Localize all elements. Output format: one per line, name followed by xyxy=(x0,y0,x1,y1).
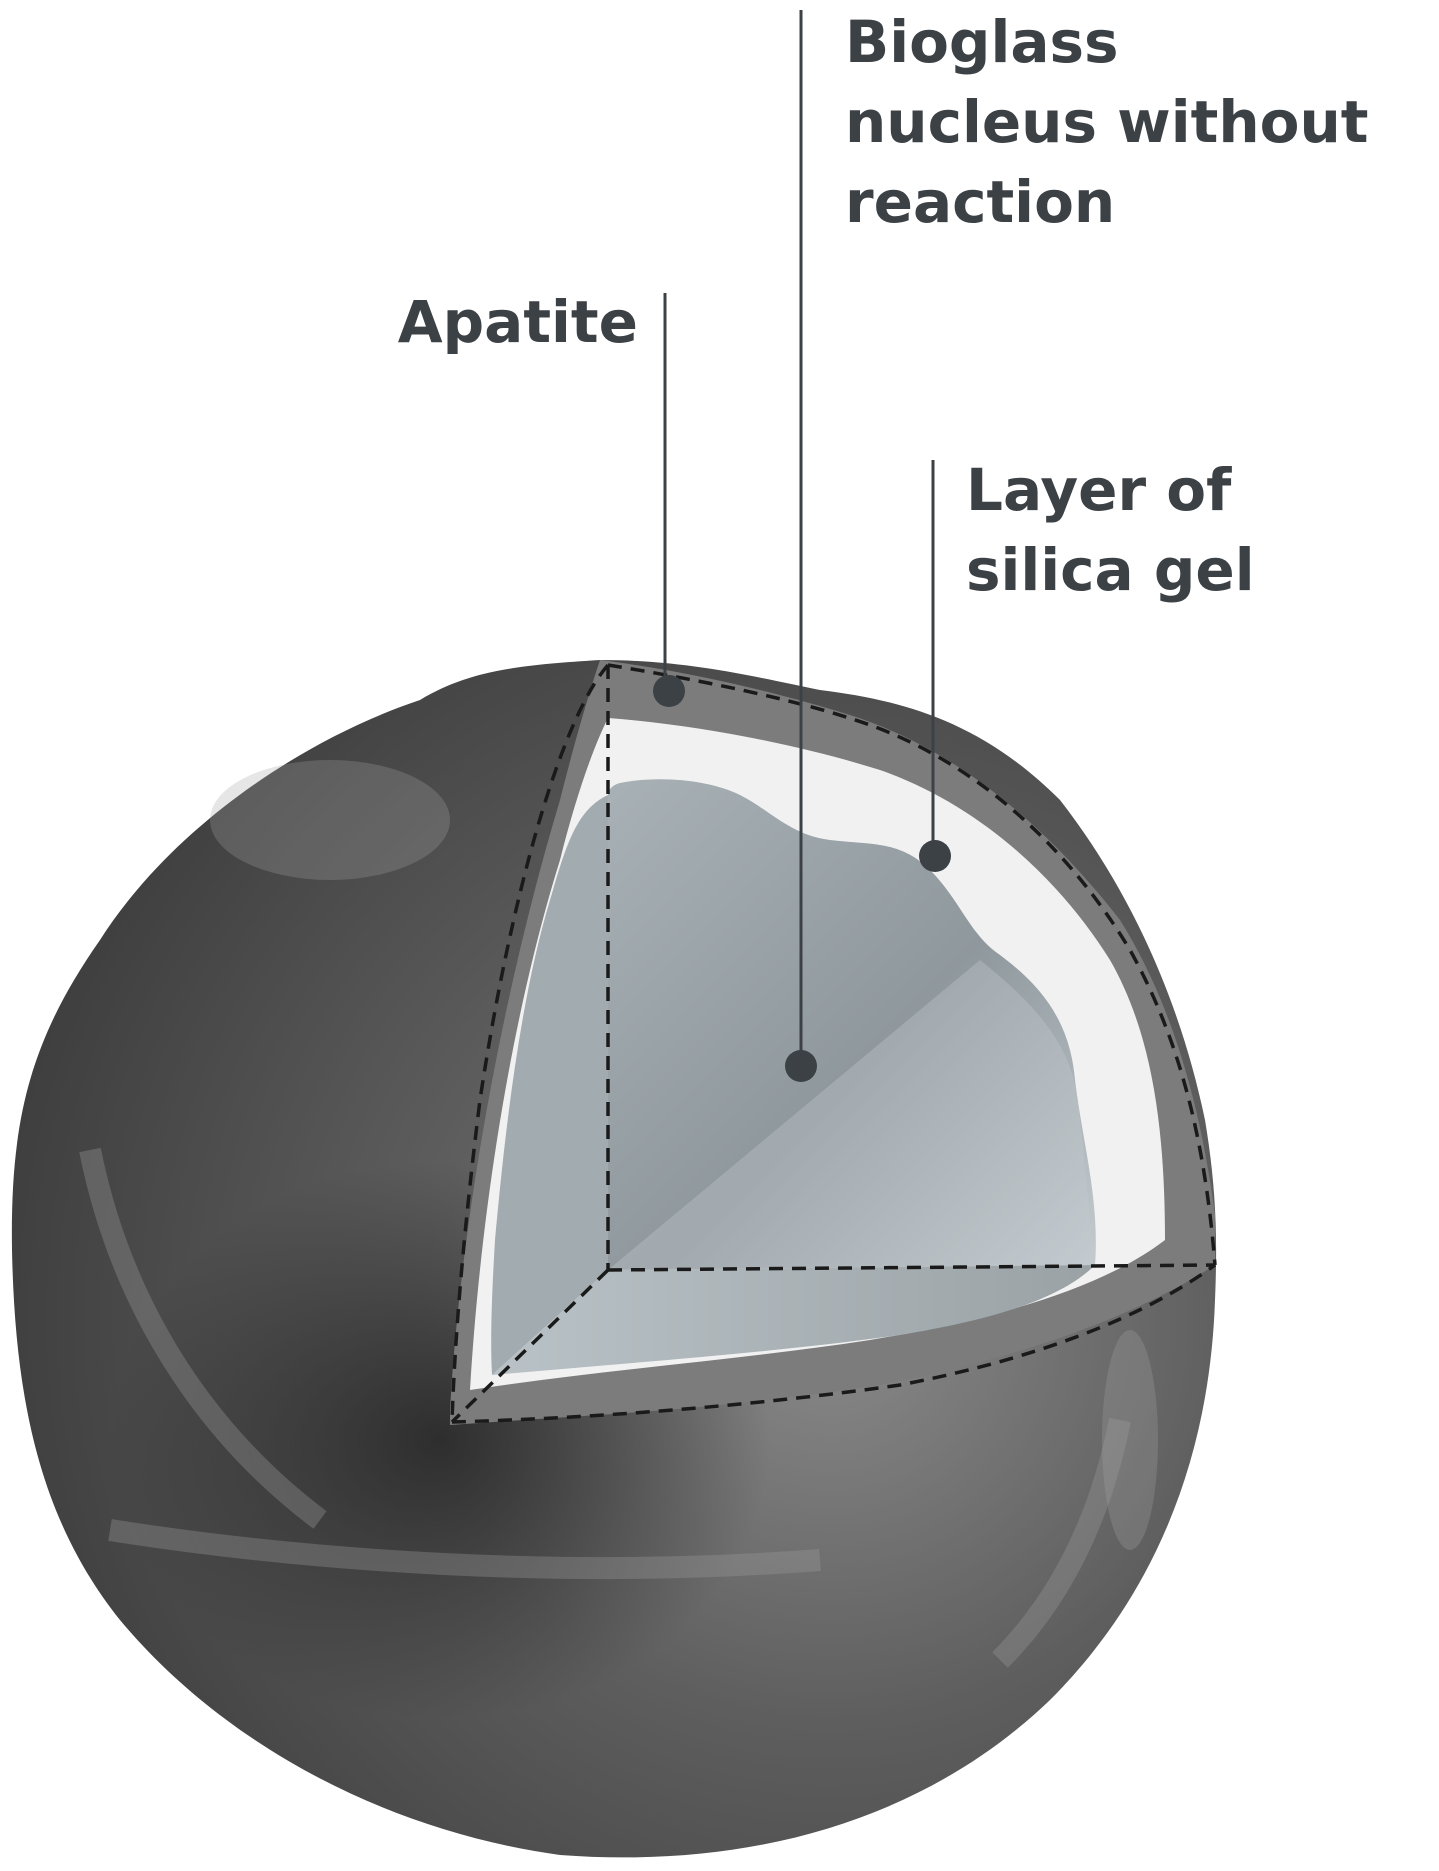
label-bioglass-line-1: Bioglass xyxy=(845,8,1119,76)
label-silica-gel-line-2: silica gel xyxy=(966,536,1255,604)
bioglass-nucleus-left-face xyxy=(608,779,1096,1270)
callout-dot-bioglass xyxy=(785,1050,817,1082)
label-bioglass-line-2: nucleus without xyxy=(845,88,1369,156)
bioglass-nucleus-floor-face xyxy=(492,1265,1095,1375)
cut-edges xyxy=(450,663,1217,1424)
label-bioglass-line-3: reaction xyxy=(845,168,1115,236)
nucleus-shading xyxy=(608,960,1095,1270)
label-apatite-line-1: Apatite xyxy=(398,288,638,356)
callout-silica-gel xyxy=(919,460,951,872)
callout-bioglass-nucleus xyxy=(785,10,817,1082)
callout-dot-silica-gel xyxy=(919,840,951,872)
label-bioglass-nucleus: Bioglass nucleus without reaction xyxy=(845,8,1389,236)
label-silica-gel-line-1: Layer of xyxy=(966,456,1232,524)
sphere-reflections xyxy=(79,1147,1131,1668)
bioglass-nucleus-side-face xyxy=(491,795,608,1375)
callout-dot-apatite xyxy=(653,675,685,707)
sphere-highlights xyxy=(210,760,1158,1550)
callout-apatite xyxy=(653,293,685,707)
label-silica-gel: Layer of silica gel xyxy=(966,456,1255,604)
label-apatite: Apatite xyxy=(398,288,638,356)
